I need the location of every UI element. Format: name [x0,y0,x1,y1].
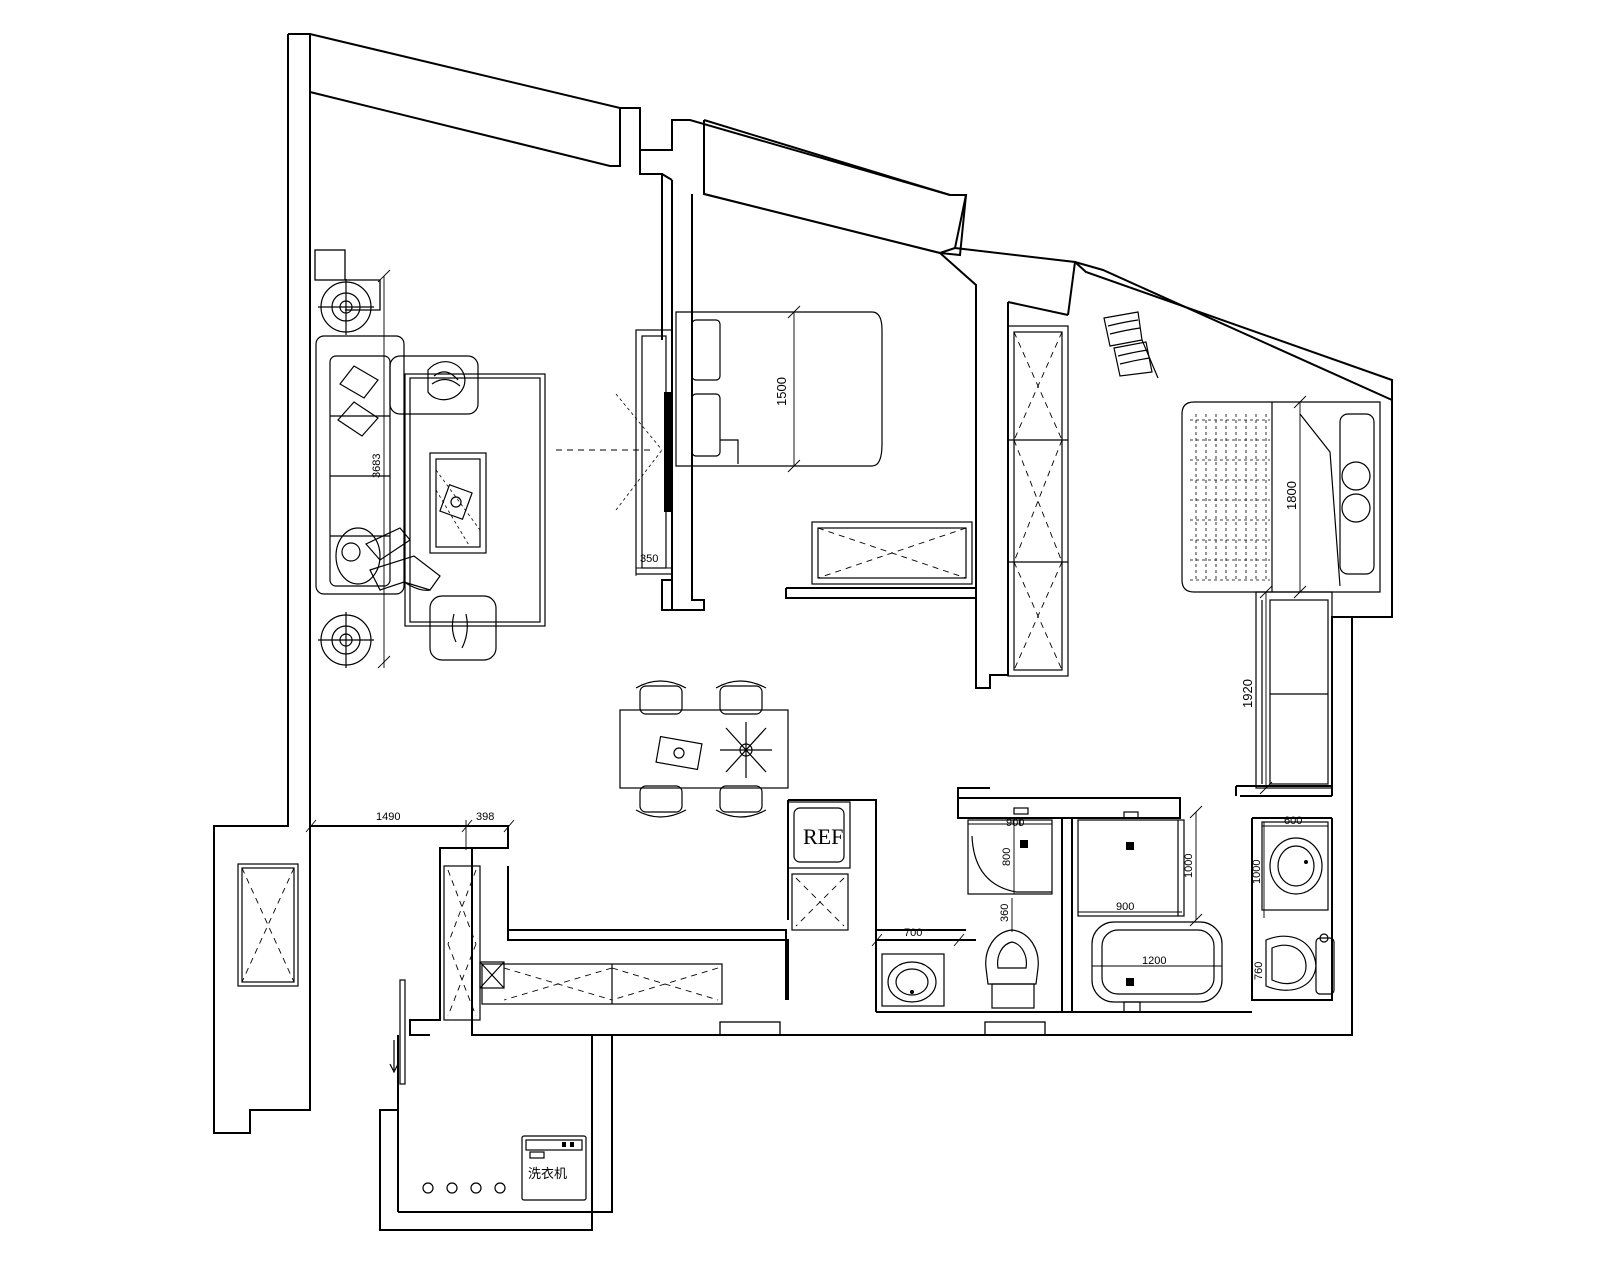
sofa-length-label: 3683 [371,454,383,478]
toilet-guest: 360 [985,898,1039,1009]
entry-door [389,979,406,1085]
second-bed-width-label: 1500 [774,377,789,406]
desk-second-bedroom [811,521,973,585]
dining-table [619,709,789,789]
double-bed-small: 1500 [675,305,883,473]
double-bed-master: 1800 [1181,395,1381,599]
vanity-depth-label: 1000 [1251,860,1263,884]
master-bedroom: 1800 1920 [1103,311,1381,795]
lounge-chair [1103,311,1159,379]
bathtub-length-label: 1200 [1142,955,1166,967]
washing-machine: 洗衣机 [521,1135,587,1201]
laundry-balcony: 洗衣机 [422,1135,587,1201]
tv-cabinet: 350 [615,329,673,576]
wardrobe-corridor [1007,325,1069,677]
master-bed-width-label: 1800 [1284,481,1299,510]
second-bedroom: 1500 [675,305,973,585]
coffee-table [429,452,487,554]
person-figure [335,527,441,591]
bath-area-width-label: 900 [1116,901,1134,913]
wardrobe-master: 1920 [1240,585,1333,795]
shower-guest: 900 800 [967,807,1053,895]
vanity-master: 600 1000 [1251,815,1329,918]
basin-guest: 700 [871,927,965,1007]
shower-width-label: 900 [1006,817,1024,829]
washing-machine-label: 洗衣机 [528,1166,567,1182]
floor-lamp-top [318,279,374,335]
plant-decor [720,722,772,778]
shower-depth-label: 800 [1001,848,1013,866]
interior-walls [214,173,1352,1231]
bath-area-depth-label: 1000 [1183,854,1195,878]
armchair [429,595,497,661]
exterior-walls [213,33,1393,1134]
toilet-master-label: 760 [1253,962,1265,980]
guest-bathroom: 900 800 360 700 [871,807,1053,1009]
sofa [315,335,479,595]
drying-rack [422,1182,506,1194]
refrigerator: REF [787,801,851,869]
toilet-clearance-label: 360 [999,904,1011,922]
kitchen: REF 1490 398 [305,801,851,1021]
toilet-master: 760 [1253,933,1335,995]
wardrobe-length-label: 1920 [1240,679,1255,708]
shower-master: 1000 900 [1077,805,1203,927]
wall-offset-b-label: 398 [476,811,494,823]
basin-width-label: 700 [904,927,922,939]
master-bathroom: 1000 900 1200 600 1000 [1077,805,1335,1013]
floor-lamp-bottom [318,612,374,668]
living-room: 3683 [314,249,650,669]
wall-offset-a-label: 1490 [376,811,400,823]
left-storage [237,863,299,987]
tv-cabinet-depth-label: 350 [640,553,658,565]
dining-area [619,680,789,818]
bathtub: 1200 [1091,921,1223,1013]
vanity-width-label: 600 [1284,815,1302,827]
refrigerator-label: REF [803,824,843,849]
